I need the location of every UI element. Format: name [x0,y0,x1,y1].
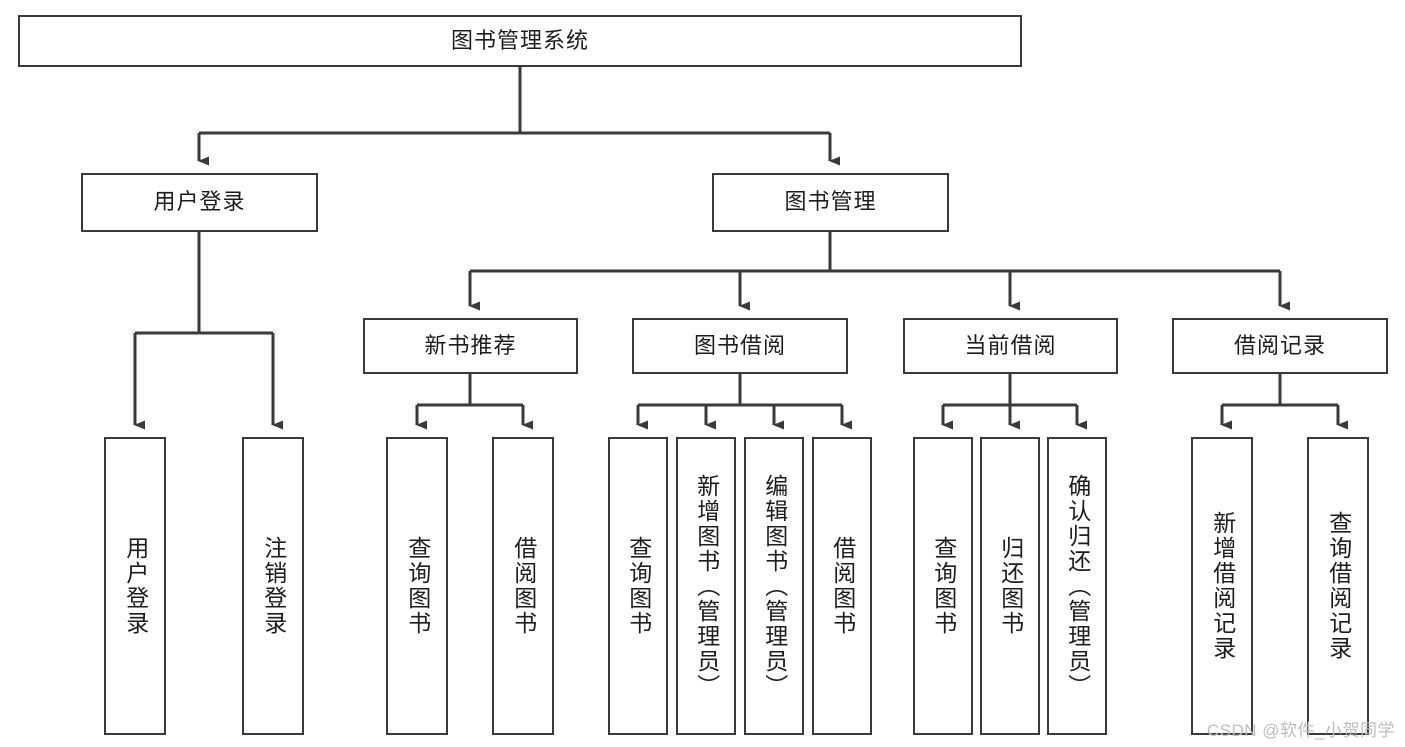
node-label: 用户登录 [122,536,149,636]
leaf-query-book-recommend[interactable]: 查询图书 [386,437,448,735]
node-label: 当前借阅 [964,332,1057,358]
leaf-return-book[interactable]: 归还图书 [980,437,1040,735]
node-label: 借阅记录 [1233,332,1326,358]
node-label: 图书借阅 [693,332,786,358]
node-label: 借阅图书 [829,536,856,636]
node-label: 查询图书 [930,536,957,636]
node-new-book-recommendation[interactable]: 新书推荐 [363,318,578,374]
node-label: 查询借阅记录 [1325,511,1352,661]
leaf-user-login[interactable]: 用户登录 [104,437,166,735]
node-label: 用户登录 [153,189,246,215]
node-label: 归还图书 [997,536,1024,636]
node-label: 新增图书（管理员） [693,473,720,699]
node-label: 图书管理系统 [450,27,589,53]
node-label: 新书推荐 [424,332,517,358]
leaf-add-book-admin[interactable]: 新增图书（管理员） [676,437,736,735]
node-label: 确认归还（管理员） [1064,473,1091,699]
leaf-confirm-return-admin[interactable]: 确认归还（管理员） [1047,437,1107,735]
node-label: 查询图书 [404,536,431,636]
node-book-borrowing[interactable]: 图书借阅 [632,318,848,374]
leaf-query-borrow-record[interactable]: 查询借阅记录 [1307,437,1369,735]
leaf-edit-book-admin[interactable]: 编辑图书（管理员） [744,437,804,735]
node-user-login[interactable]: 用户登录 [81,173,318,232]
leaf-lend-book[interactable]: 借阅图书 [812,437,872,735]
leaf-borrow-book-recommend[interactable]: 借阅图书 [492,437,554,735]
leaf-query-book[interactable]: 查询图书 [608,437,668,735]
node-root-book-management-system[interactable]: 图书管理系统 [18,15,1022,67]
csdn-watermark: CSDN @软件_小贺同学 [1206,721,1395,740]
node-label: 图书管理 [784,189,877,215]
leaf-add-borrow-record[interactable]: 新增借阅记录 [1191,437,1253,735]
node-label: 借阅图书 [510,536,537,636]
node-current-borrowing[interactable]: 当前借阅 [903,318,1118,374]
leaf-user-logout[interactable]: 注销登录 [242,437,304,735]
leaf-query-book-current[interactable]: 查询图书 [913,437,973,735]
node-borrowing-record[interactable]: 借阅记录 [1172,318,1388,374]
node-label: 编辑图书（管理员） [761,473,788,699]
node-label: 注销登录 [260,536,287,636]
node-label: 新增借阅记录 [1209,511,1236,661]
node-book-management[interactable]: 图书管理 [712,173,949,232]
node-label: 查询图书 [625,536,652,636]
